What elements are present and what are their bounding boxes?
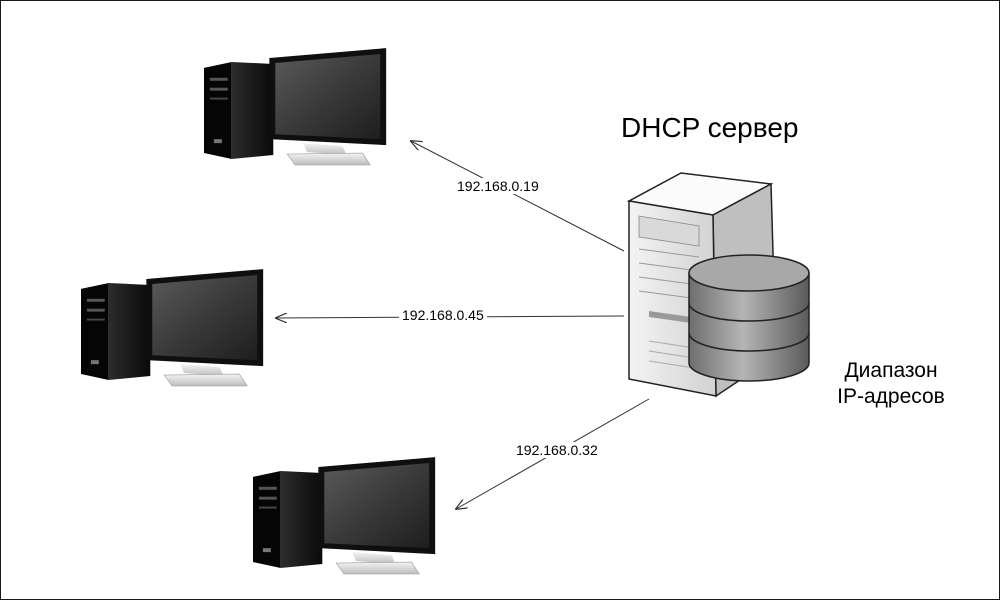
computer-icon [253,457,436,575]
ip-pool-label-line1: Диапазон [844,359,938,382]
database-icon [688,254,810,382]
server-title: DHCP сервер [621,112,799,143]
ip-label: 192.168.0.19 [454,178,542,194]
computer-icon [81,269,264,387]
ip-pool-label-line2: IP-адресов [837,385,945,408]
ip-label: 192.168.0.32 [513,442,601,458]
computer-icon [204,48,387,166]
connection-line [411,141,625,252]
ip-pool-label: Диапазон IP-адресов [821,358,961,410]
ip-label: 192.168.0.45 [399,307,487,323]
